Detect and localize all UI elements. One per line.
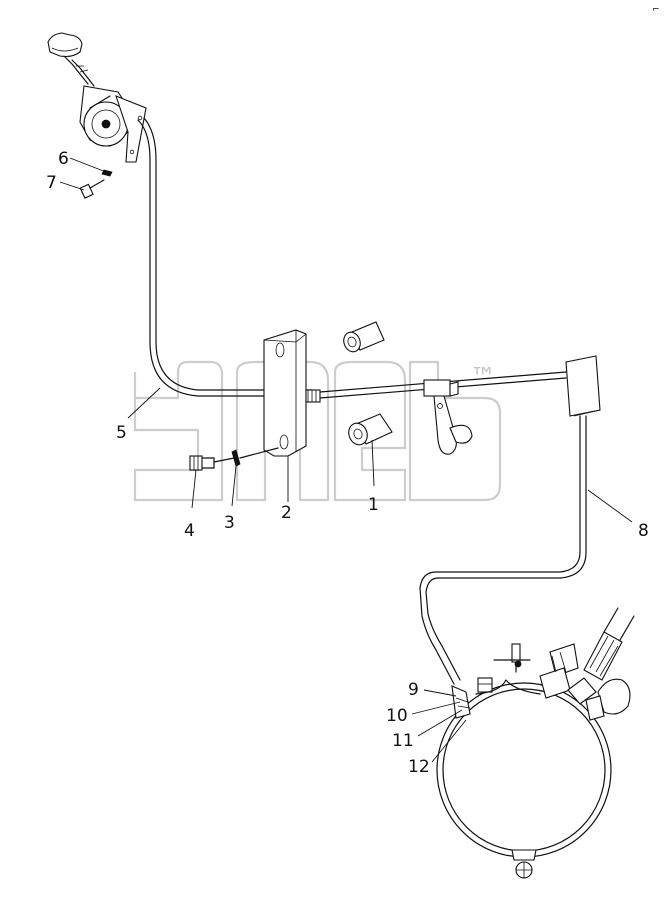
hand-control-valve [47,32,147,163]
bolt-4 [189,455,235,471]
callout-9: 9 [408,680,419,700]
callout-8: 8 [638,521,649,541]
washer-3 [231,447,279,467]
bracket-2 [263,329,307,457]
callout-labels: 1 2 3 4 5 6 7 8 9 10 11 12 [46,149,649,777]
terminal-block [565,355,601,417]
watermark-logo: ™ [133,360,502,502]
pipe-fitting [305,389,321,403]
sleeve-upper [343,321,385,353]
callout-1: 1 [368,495,379,515]
callout-3: 3 [224,513,235,533]
callout-4: 4 [184,521,195,541]
corner-mark: ⌐ [652,5,660,15]
callout-5: 5 [116,423,127,443]
pipe-clip [423,379,473,455]
air-reservoir [436,607,635,879]
callout-7: 7 [46,173,57,193]
callout-10: 10 [386,706,408,726]
leader-lines [59,157,633,763]
screw-7 [79,179,105,199]
sleeve-1 [348,413,393,446]
pipe-8 [419,415,587,685]
callout-11: 11 [392,731,414,751]
callout-6: 6 [58,149,69,169]
callout-2: 2 [281,503,292,523]
callout-12: 12 [408,757,430,777]
pipe-5 [137,117,313,397]
